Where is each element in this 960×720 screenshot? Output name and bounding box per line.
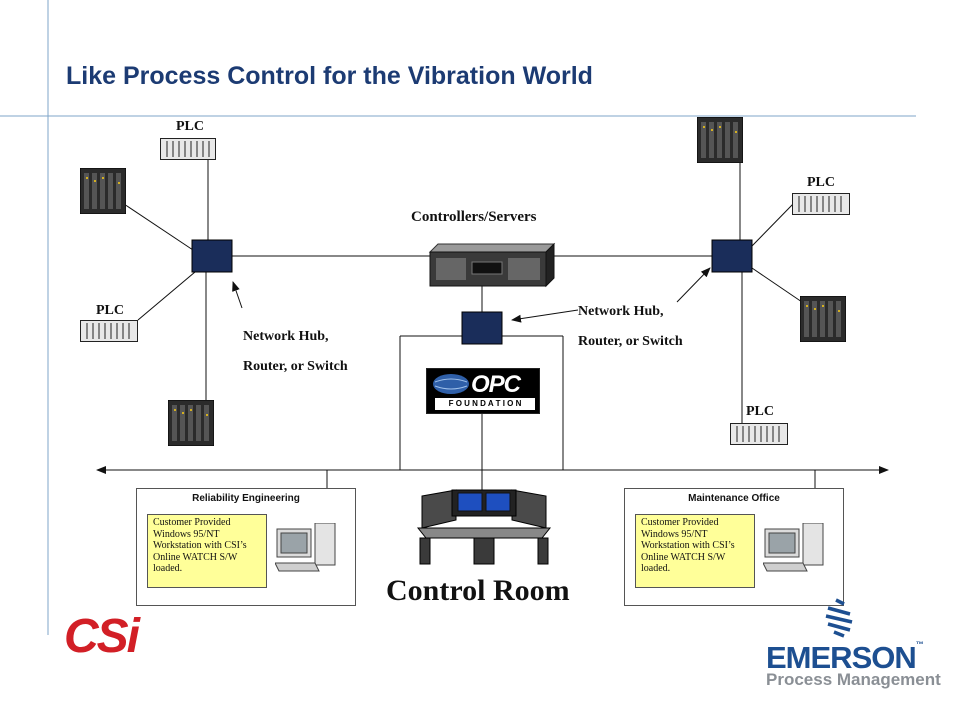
- hub-label-line: Router, or Switch: [243, 359, 348, 374]
- hub-label-left: Network Hub, Router, or Switch: [243, 322, 348, 382]
- monitor-rack-icon: [697, 117, 743, 163]
- monitor-rack-icon: [168, 400, 214, 446]
- monitor-rack-icon: [800, 296, 846, 342]
- hub-label-line: Network Hub,: [578, 304, 664, 319]
- office-reliability-engineering: Reliability Engineering Customer Provide…: [136, 488, 356, 606]
- plc-icon: [730, 423, 788, 445]
- office-maintenance: Maintenance Office Customer Provided Win…: [624, 488, 844, 606]
- workstation-note: Customer Provided Windows 95/NT Workstat…: [147, 514, 267, 588]
- network-hub-left: [191, 239, 233, 273]
- opc-foundation-text: F O U N D A T I O N: [435, 398, 535, 410]
- monitor-rack-icon: [80, 168, 126, 214]
- control-room-label: Control Room: [386, 574, 570, 607]
- emerson-wordmark: EMERSON: [766, 640, 917, 675]
- process-management-label: Process Management: [766, 670, 941, 689]
- plc-icon: [792, 193, 850, 215]
- opc-foundation-logo: OPC F O U N D A T I O N: [426, 368, 540, 414]
- network-hub-right: [711, 239, 753, 273]
- trademark-mark: ™: [915, 640, 924, 649]
- plc-label: PLC: [807, 175, 835, 190]
- plc-icon: [80, 320, 138, 342]
- hub-label-right: Network Hub, Router, or Switch: [578, 297, 683, 357]
- controllers-label: Controllers/Servers: [411, 209, 537, 225]
- control-console-icon: [416, 489, 552, 565]
- plc-label: PLC: [746, 404, 774, 419]
- network-hub-center: [461, 311, 503, 345]
- opc-mark: OPC: [471, 371, 521, 398]
- hub-label-line: Router, or Switch: [578, 334, 683, 349]
- workstation-icon: [275, 523, 336, 572]
- page-title: Like Process Control for the Vibration W…: [66, 62, 593, 90]
- office-title: Reliability Engineering: [192, 493, 300, 504]
- plc-label: PLC: [96, 303, 124, 318]
- workstation-note: Customer Provided Windows 95/NT Workstat…: [635, 514, 755, 588]
- emerson-globe-icon: [825, 598, 853, 638]
- plc-icon: [160, 138, 216, 160]
- csi-logo: CSi: [64, 610, 140, 663]
- workstation-icon: [763, 523, 824, 572]
- office-title: Maintenance Office: [688, 493, 780, 504]
- emerson-logo: EMERSON™: [766, 640, 924, 676]
- globe-icon: [433, 374, 469, 394]
- hub-label-line: Network Hub,: [243, 329, 329, 344]
- server-icon: [428, 242, 556, 288]
- plc-label: PLC: [176, 119, 204, 134]
